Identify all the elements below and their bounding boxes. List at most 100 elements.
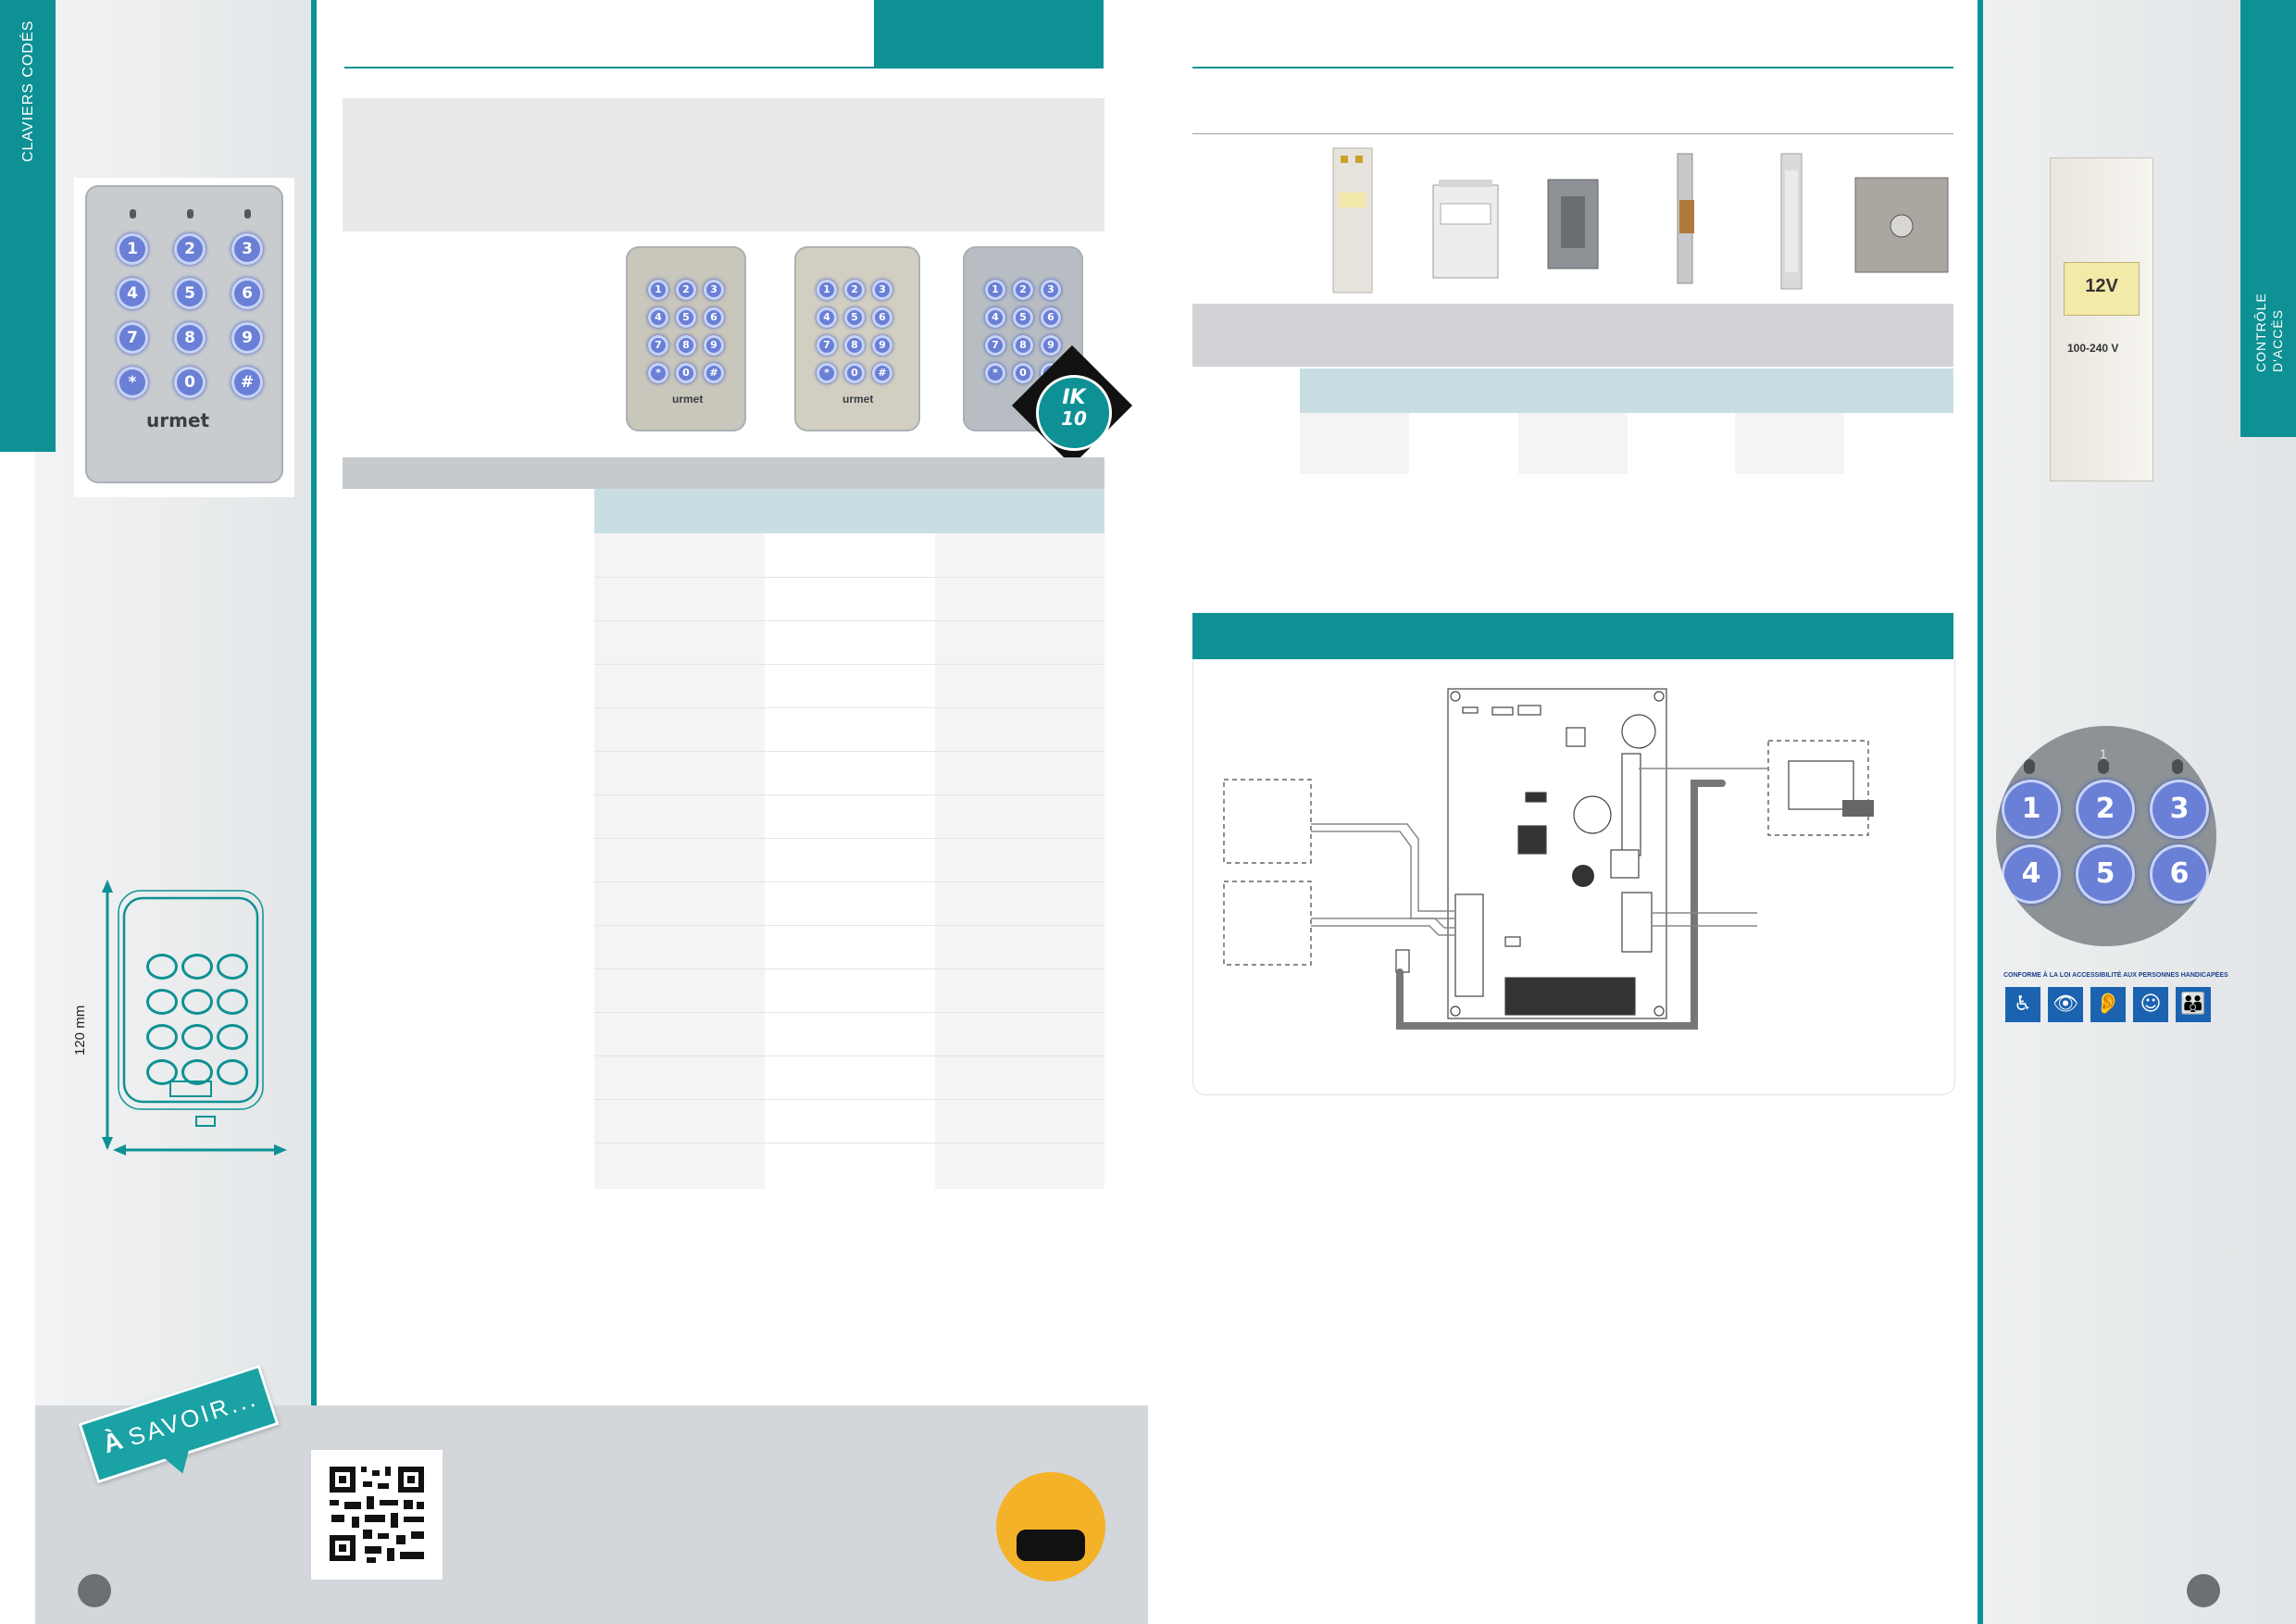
outline-key	[217, 1024, 248, 1050]
product-keypad-key: 6	[704, 307, 724, 328]
product-keypad-key: 1	[817, 280, 837, 300]
zoom-led	[2172, 759, 2183, 774]
ik10-badge-inner: IK 10	[1036, 375, 1112, 451]
product-keypad-key: 1	[985, 280, 1005, 300]
product-keypad-key: 6	[1041, 307, 1061, 328]
orange-badge	[996, 1472, 1105, 1581]
left-header-block	[874, 0, 1104, 69]
spec-table-row-divider	[594, 925, 1104, 926]
spec-table-row-divider	[594, 1099, 1104, 1100]
right-page-divider	[1978, 0, 1983, 1624]
visual-impairment-icon: 👁	[2048, 987, 2083, 1022]
product-keypad-key: 6	[872, 307, 892, 328]
accessory-power-supply	[1332, 147, 1373, 294]
keypad-key: 1	[117, 233, 148, 265]
keypad-key: 2	[174, 233, 206, 265]
family-icon: 👪	[2176, 987, 2211, 1022]
hearing-impairment-icon: 👂	[2090, 987, 2126, 1022]
outline-key	[146, 954, 178, 980]
keypad-key: 6	[231, 278, 263, 309]
section-tab-claviers: CLAVIERS CODÉS	[0, 0, 56, 452]
product-keypad-key: 4	[648, 307, 668, 328]
zoom-key: 1	[2002, 780, 2061, 839]
model-2-logo: urmet	[842, 393, 874, 406]
brand-logo: urmet	[146, 409, 210, 431]
qr-code-frame	[311, 1450, 443, 1580]
outline-key	[217, 989, 248, 1015]
keypad-key: 7	[117, 322, 148, 354]
spec-table-row-divider	[594, 838, 1104, 839]
spec-table-row-divider	[594, 664, 1104, 665]
zoom-key: 3	[2150, 780, 2209, 839]
product-keypad-key: #	[704, 363, 724, 383]
zoom-key: 5	[2076, 844, 2135, 904]
spec-table-row-divider	[594, 1012, 1104, 1013]
accessory-electric-strike	[1677, 153, 1694, 284]
accessory-table-col-5	[1735, 413, 1844, 474]
outline-key	[146, 1024, 178, 1050]
spec-table-row-divider	[594, 707, 1104, 708]
keypad-key: 3	[231, 233, 263, 265]
product-keypad-key: 3	[704, 280, 724, 300]
product-keypad-key: 7	[817, 335, 837, 356]
outline-key	[217, 1059, 248, 1085]
spec-table-col-1	[594, 533, 765, 1189]
product-keypad-key: 7	[648, 335, 668, 356]
keypad-dimension-drawing	[102, 880, 287, 1156]
product-keypad-key: 5	[1013, 307, 1033, 328]
spec-table-subheader	[594, 489, 1104, 533]
product-keypad-key: 0	[844, 363, 865, 383]
accessory-exit-button	[1854, 177, 1949, 273]
right-subheader-rule	[1192, 133, 1953, 134]
accessory-table-col-3	[1518, 413, 1628, 474]
spec-table-row-divider	[594, 968, 1104, 969]
wiring-diagram-panel	[1192, 659, 1955, 1095]
wheelchair-icon: ♿	[2005, 987, 2040, 1022]
power-supply-photo: 12V 100-240 V	[2050, 157, 2153, 481]
product-keypad-key: 9	[1041, 335, 1061, 356]
accessibility-caption: CONFORME À LA LOI ACCESSIBILITÉ AUX PERS…	[2003, 972, 2228, 979]
section-tab-controle: CONTRÔLE D'ACCÈS	[2240, 0, 2296, 437]
keypad-key: 8	[174, 322, 206, 354]
right-header-rule	[1192, 67, 1953, 69]
outline-key	[181, 1059, 213, 1085]
accessory-table-subheader	[1300, 369, 1953, 413]
product-keypad-key: 5	[844, 307, 865, 328]
spec-table-row-divider	[594, 620, 1104, 621]
keypad-key: 9	[231, 322, 263, 354]
product-keypad-key: 1	[648, 280, 668, 300]
intro-panel	[343, 98, 1104, 231]
spec-table-row-divider	[594, 881, 1104, 882]
zoom-led-label: 1	[2100, 746, 2107, 761]
page-number-dot-right	[2187, 1574, 2220, 1607]
section-tab-label-line2: D'ACCÈS	[2270, 308, 2285, 372]
zoom-led	[2024, 759, 2035, 774]
accessory-table-col-1	[1300, 413, 1409, 474]
outline-key	[181, 954, 213, 980]
power-supply-label: 12V	[2064, 262, 2140, 316]
outline-key	[146, 1059, 178, 1085]
keypad-led	[187, 209, 193, 219]
product-keypad-key: 7	[985, 335, 1005, 356]
zoom-key: 2	[2076, 780, 2135, 839]
zoom-key: 6	[2150, 844, 2209, 904]
product-keypad-key: 8	[1013, 335, 1033, 356]
orange-badge-bar	[1017, 1530, 1085, 1561]
product-keypad-key: 5	[676, 307, 696, 328]
outline-key	[181, 1024, 213, 1050]
accessory-transformer	[1432, 180, 1499, 279]
outline-key	[217, 954, 248, 980]
product-keypad-key: 4	[817, 307, 837, 328]
section-tab-label: CLAVIERS CODÉS	[20, 19, 36, 162]
product-keypad-key: 3	[872, 280, 892, 300]
product-keypad-key: 2	[844, 280, 865, 300]
product-keypad-key: 2	[1013, 280, 1033, 300]
product-keypad-key: 0	[1013, 363, 1033, 383]
left-header-rule	[344, 67, 877, 69]
keypad-key: 5	[174, 278, 206, 309]
product-keypad-key: *	[648, 363, 668, 383]
spec-table-col-3	[935, 533, 1104, 1189]
model-1-logo: urmet	[672, 393, 704, 406]
